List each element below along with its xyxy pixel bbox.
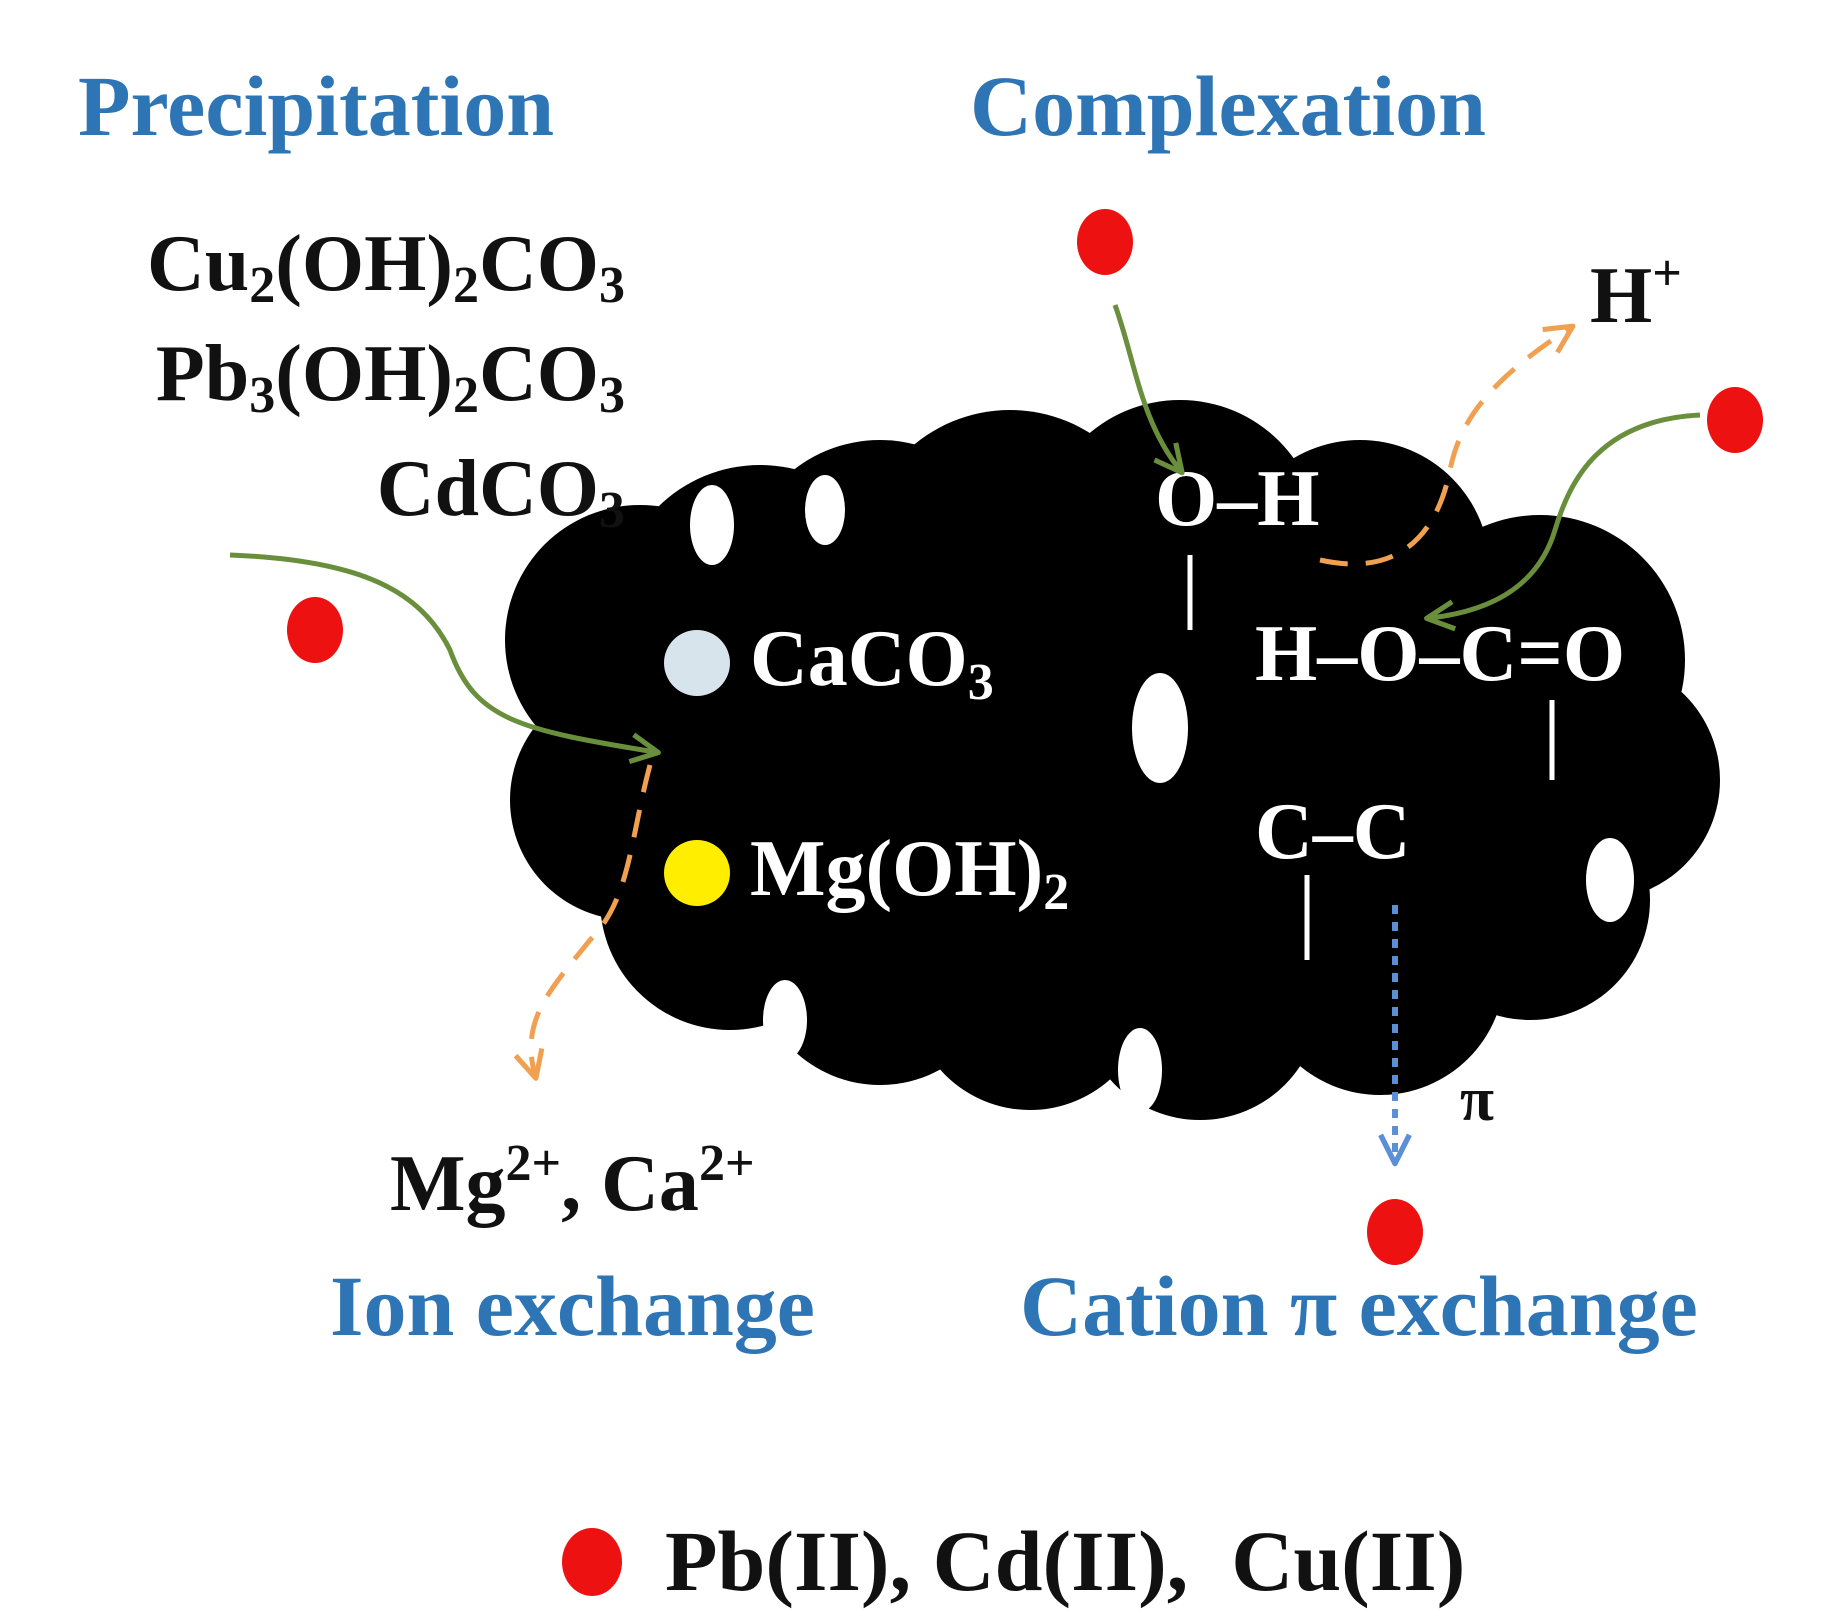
released-mg-ca: Mg2+, Ca2+ <box>390 1135 755 1228</box>
released-proton: H+ <box>1590 245 1682 340</box>
arrow-precipitation <box>229 552 661 765</box>
pore <box>690 485 734 565</box>
pore <box>763 980 807 1060</box>
formula-cu-hydroxycarbonate: Cu2(OH)2CO3 <box>147 220 625 314</box>
heading-complexation: Complexation <box>970 58 1486 154</box>
metal-ion-dot <box>1367 1199 1423 1265</box>
pore <box>1586 838 1634 922</box>
mineral-mgoh2: Mg(OH)2 <box>750 825 1069 921</box>
legend-label: Pb(II), Cd(II), Cu(II) <box>665 1513 1465 1609</box>
pore <box>805 475 845 545</box>
group-cc: C–C <box>1255 788 1411 876</box>
mgoh2-dot <box>664 840 730 906</box>
group-carboxyl: H–O–C=O <box>1255 610 1625 698</box>
metal-ion-dot <box>1707 387 1763 453</box>
formula-cdco3: CdCO3 <box>377 445 625 539</box>
metal-ion-dot <box>1077 209 1133 275</box>
legend: Pb(II), Cd(II), Cu(II) <box>562 1513 1465 1609</box>
formula-pb-hydroxycarbonate: Pb3(OH)2CO3 <box>156 330 625 424</box>
legend-metal-ion-dot <box>562 1528 622 1596</box>
caco3-dot <box>664 630 730 696</box>
arrow-to-carboxyl <box>1424 412 1701 632</box>
heading-precipitation: Precipitation <box>78 58 554 154</box>
arrow-cation-release <box>513 764 653 1081</box>
pore <box>1132 673 1188 783</box>
arrow-to-hydroxyl <box>1112 304 1185 476</box>
biochar-particle <box>505 400 1720 1120</box>
pore <box>1118 1028 1162 1112</box>
heading-cation-pi-exchange: Cation π exchange <box>1020 1258 1698 1354</box>
heading-ion-exchange: Ion exchange <box>330 1258 815 1354</box>
pi-symbol: π <box>1460 1066 1494 1134</box>
metal-ion-dot <box>287 597 343 663</box>
arrow-proton-release <box>1319 323 1576 567</box>
mineral-caco3: CaCO3 <box>750 615 994 711</box>
